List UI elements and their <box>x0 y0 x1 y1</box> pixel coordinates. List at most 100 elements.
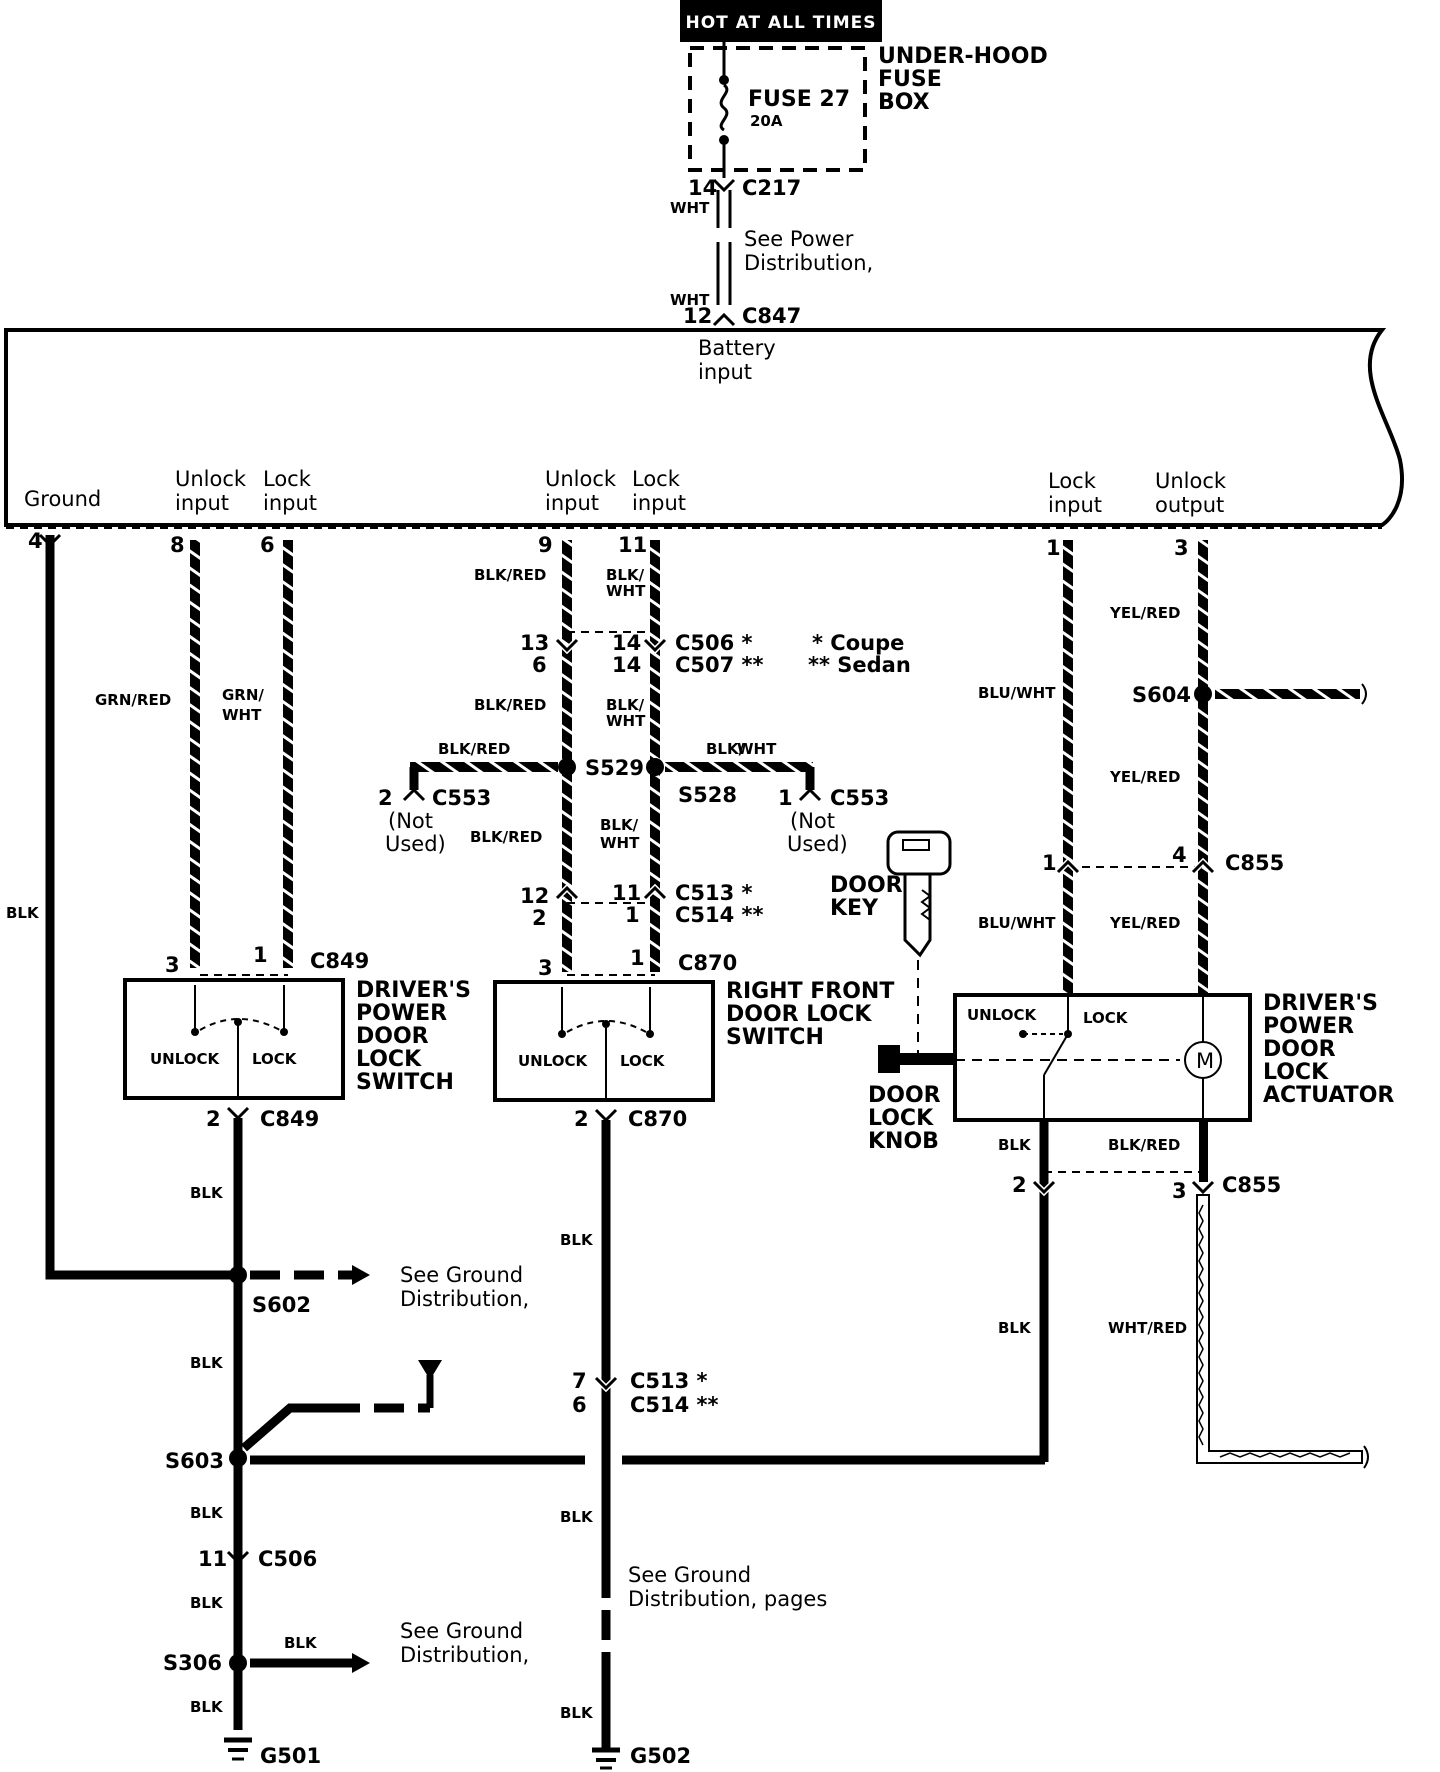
c506-left-label: C506 <box>258 1547 317 1571</box>
svg-text:Lock: Lock <box>263 467 312 491</box>
svg-text:DOOR: DOOR <box>1263 1037 1336 1062</box>
wire-grnwht-label-1: GRN/ <box>222 686 264 704</box>
svg-text:Unlock: Unlock <box>545 467 617 491</box>
wire-blkwht-label-c2: WHT <box>600 834 640 852</box>
wire-blk-left-label: BLK <box>6 904 40 922</box>
c553-left-not-used-2: Used) <box>385 832 446 856</box>
door-lock-knob-label: DOOR LOCK KNOB <box>868 1083 941 1154</box>
wire-bluwht-label-a: BLU/WHT <box>978 684 1056 702</box>
g501-label: G501 <box>260 1744 321 1768</box>
c849-bottom-label: C849 <box>260 1107 319 1131</box>
c855-pin-1: 1 <box>1042 851 1057 875</box>
left-switch-lock: LOCK <box>252 1050 298 1068</box>
s528-label: S528 <box>678 783 737 807</box>
splice-s603 <box>229 1449 247 1467</box>
wire-blkwht-label-c1: BLK/ <box>600 816 639 834</box>
svg-text:UNDER-HOOD: UNDER-HOOD <box>878 44 1048 69</box>
svg-text:Unlock: Unlock <box>1155 469 1227 493</box>
motor-icon <box>1184 1041 1222 1079</box>
svg-text:DOOR: DOOR <box>356 1024 429 1049</box>
s602-note-1: See Ground <box>400 1263 523 1287</box>
door-lock-knob-icon <box>878 1045 900 1073</box>
splice-s528 <box>646 758 664 776</box>
door-key-label-1: DOOR <box>830 873 903 898</box>
s602-note-2: Distribution, <box>400 1287 529 1311</box>
wire-wht-top: WHT <box>670 199 710 217</box>
wire-grnwht-label-2: WHT <box>222 706 262 724</box>
wire-blk-mid-label-c: BLK <box>560 1704 594 1722</box>
wire-blu-wht <box>1063 540 1073 995</box>
svg-text:9: 9 <box>538 533 553 557</box>
under-hood-fuse-box <box>688 46 867 172</box>
svg-text:input: input <box>632 491 686 515</box>
wire-blkwht-s528-label-2: WHT <box>737 740 777 758</box>
wire-blkred-label-a: BLK/RED <box>474 566 546 584</box>
module-ground-label: Ground <box>24 487 101 511</box>
s603-label: S603 <box>165 1449 224 1473</box>
ground-g502-icon <box>592 1747 620 1770</box>
splice-s604 <box>1194 685 1212 703</box>
wire-blk-mid-label-b: BLK <box>560 1508 594 1526</box>
c217-pin: 14 <box>688 176 717 200</box>
svg-text:SWITCH: SWITCH <box>726 1025 824 1050</box>
svg-text:KNOB: KNOB <box>868 1129 939 1154</box>
s306-note-1: See Ground <box>400 1619 523 1643</box>
power-dist-note-1: See Power <box>744 227 854 251</box>
drivers-power-door-lock-switch <box>123 978 345 1100</box>
c855-pin-4: 4 <box>1172 843 1187 867</box>
fuse-27-label: FUSE 27 <box>748 87 850 112</box>
wire-blkwht-s528-label: BLK/ <box>706 740 745 758</box>
wire-blk-label-e: BLK <box>190 1698 224 1716</box>
svg-text:1: 1 <box>1046 536 1061 560</box>
c553-right-not-used-2: Used) <box>787 832 848 856</box>
c513-label: C513 * <box>675 881 753 905</box>
wire-blk-s306-label: BLK <box>284 1634 318 1652</box>
wire-grn-wht <box>283 540 293 968</box>
g502-label: G502 <box>630 1744 691 1768</box>
svg-text:DRIVER'S: DRIVER'S <box>1263 991 1378 1016</box>
c507-label: C507 ** <box>675 653 764 677</box>
connector-c847-icon <box>712 312 736 327</box>
c847-label: C847 <box>742 304 801 328</box>
svg-text:SWITCH: SWITCH <box>356 1070 454 1095</box>
svg-text:input: input <box>263 491 317 515</box>
svg-text:POWER: POWER <box>1263 1014 1354 1039</box>
splice-s602 <box>229 1266 247 1284</box>
door-key-icon <box>886 830 952 1060</box>
wire-blk-label-d: BLK <box>190 1594 224 1612</box>
svg-text:DOOR LOCK: DOOR LOCK <box>726 1002 872 1027</box>
c847-pin: 12 <box>683 304 712 328</box>
wire-blk-act-label-a: BLK <box>998 1136 1032 1154</box>
svg-text:LOCK: LOCK <box>356 1047 422 1072</box>
wire-yelred-label-c: YEL/RED <box>1109 914 1180 932</box>
c553-right-not-used-1: (Not <box>790 809 835 833</box>
wire-blkred-label-b: BLK/RED <box>474 696 546 714</box>
c855-top-label: C855 <box>1225 851 1284 875</box>
svg-text:DOOR: DOOR <box>868 1083 941 1108</box>
wire-blkred-s529-label: BLK/RED <box>438 740 510 758</box>
s529-label: S529 <box>585 756 644 780</box>
battery-input-label-1: Battery <box>698 336 776 360</box>
wire-blkred-act-label: BLK/RED <box>1108 1136 1180 1154</box>
c870-bottom-label: C870 <box>628 1107 687 1131</box>
svg-text:RIGHT FRONT: RIGHT FRONT <box>726 979 894 1004</box>
svg-text:input: input <box>545 491 599 515</box>
hot-at-all-times-banner <box>680 0 882 42</box>
control-module-box <box>4 328 1404 527</box>
svg-text:input: input <box>1048 493 1102 517</box>
c553-left-not-used-1: (Not <box>388 809 433 833</box>
svg-text:output: output <box>1155 493 1224 517</box>
wire-blk-mid-label-a: BLK <box>560 1231 594 1249</box>
s306-label: S306 <box>163 1651 222 1675</box>
c506-pin-13: 13 <box>520 631 549 655</box>
wire-blk-wht-lock <box>650 540 660 972</box>
wire-blk-red-unlock <box>562 540 572 972</box>
svg-text:BOX: BOX <box>878 90 930 115</box>
c855-bottom-label: C855 <box>1222 1173 1281 1197</box>
c514-pin-1: 1 <box>625 903 640 927</box>
fuse-rating: 20A <box>750 112 783 130</box>
wire-whtred-label: WHT/RED <box>1108 1319 1187 1337</box>
ground-g501-icon <box>224 1737 252 1761</box>
c870-pin-3: 3 <box>538 956 553 980</box>
